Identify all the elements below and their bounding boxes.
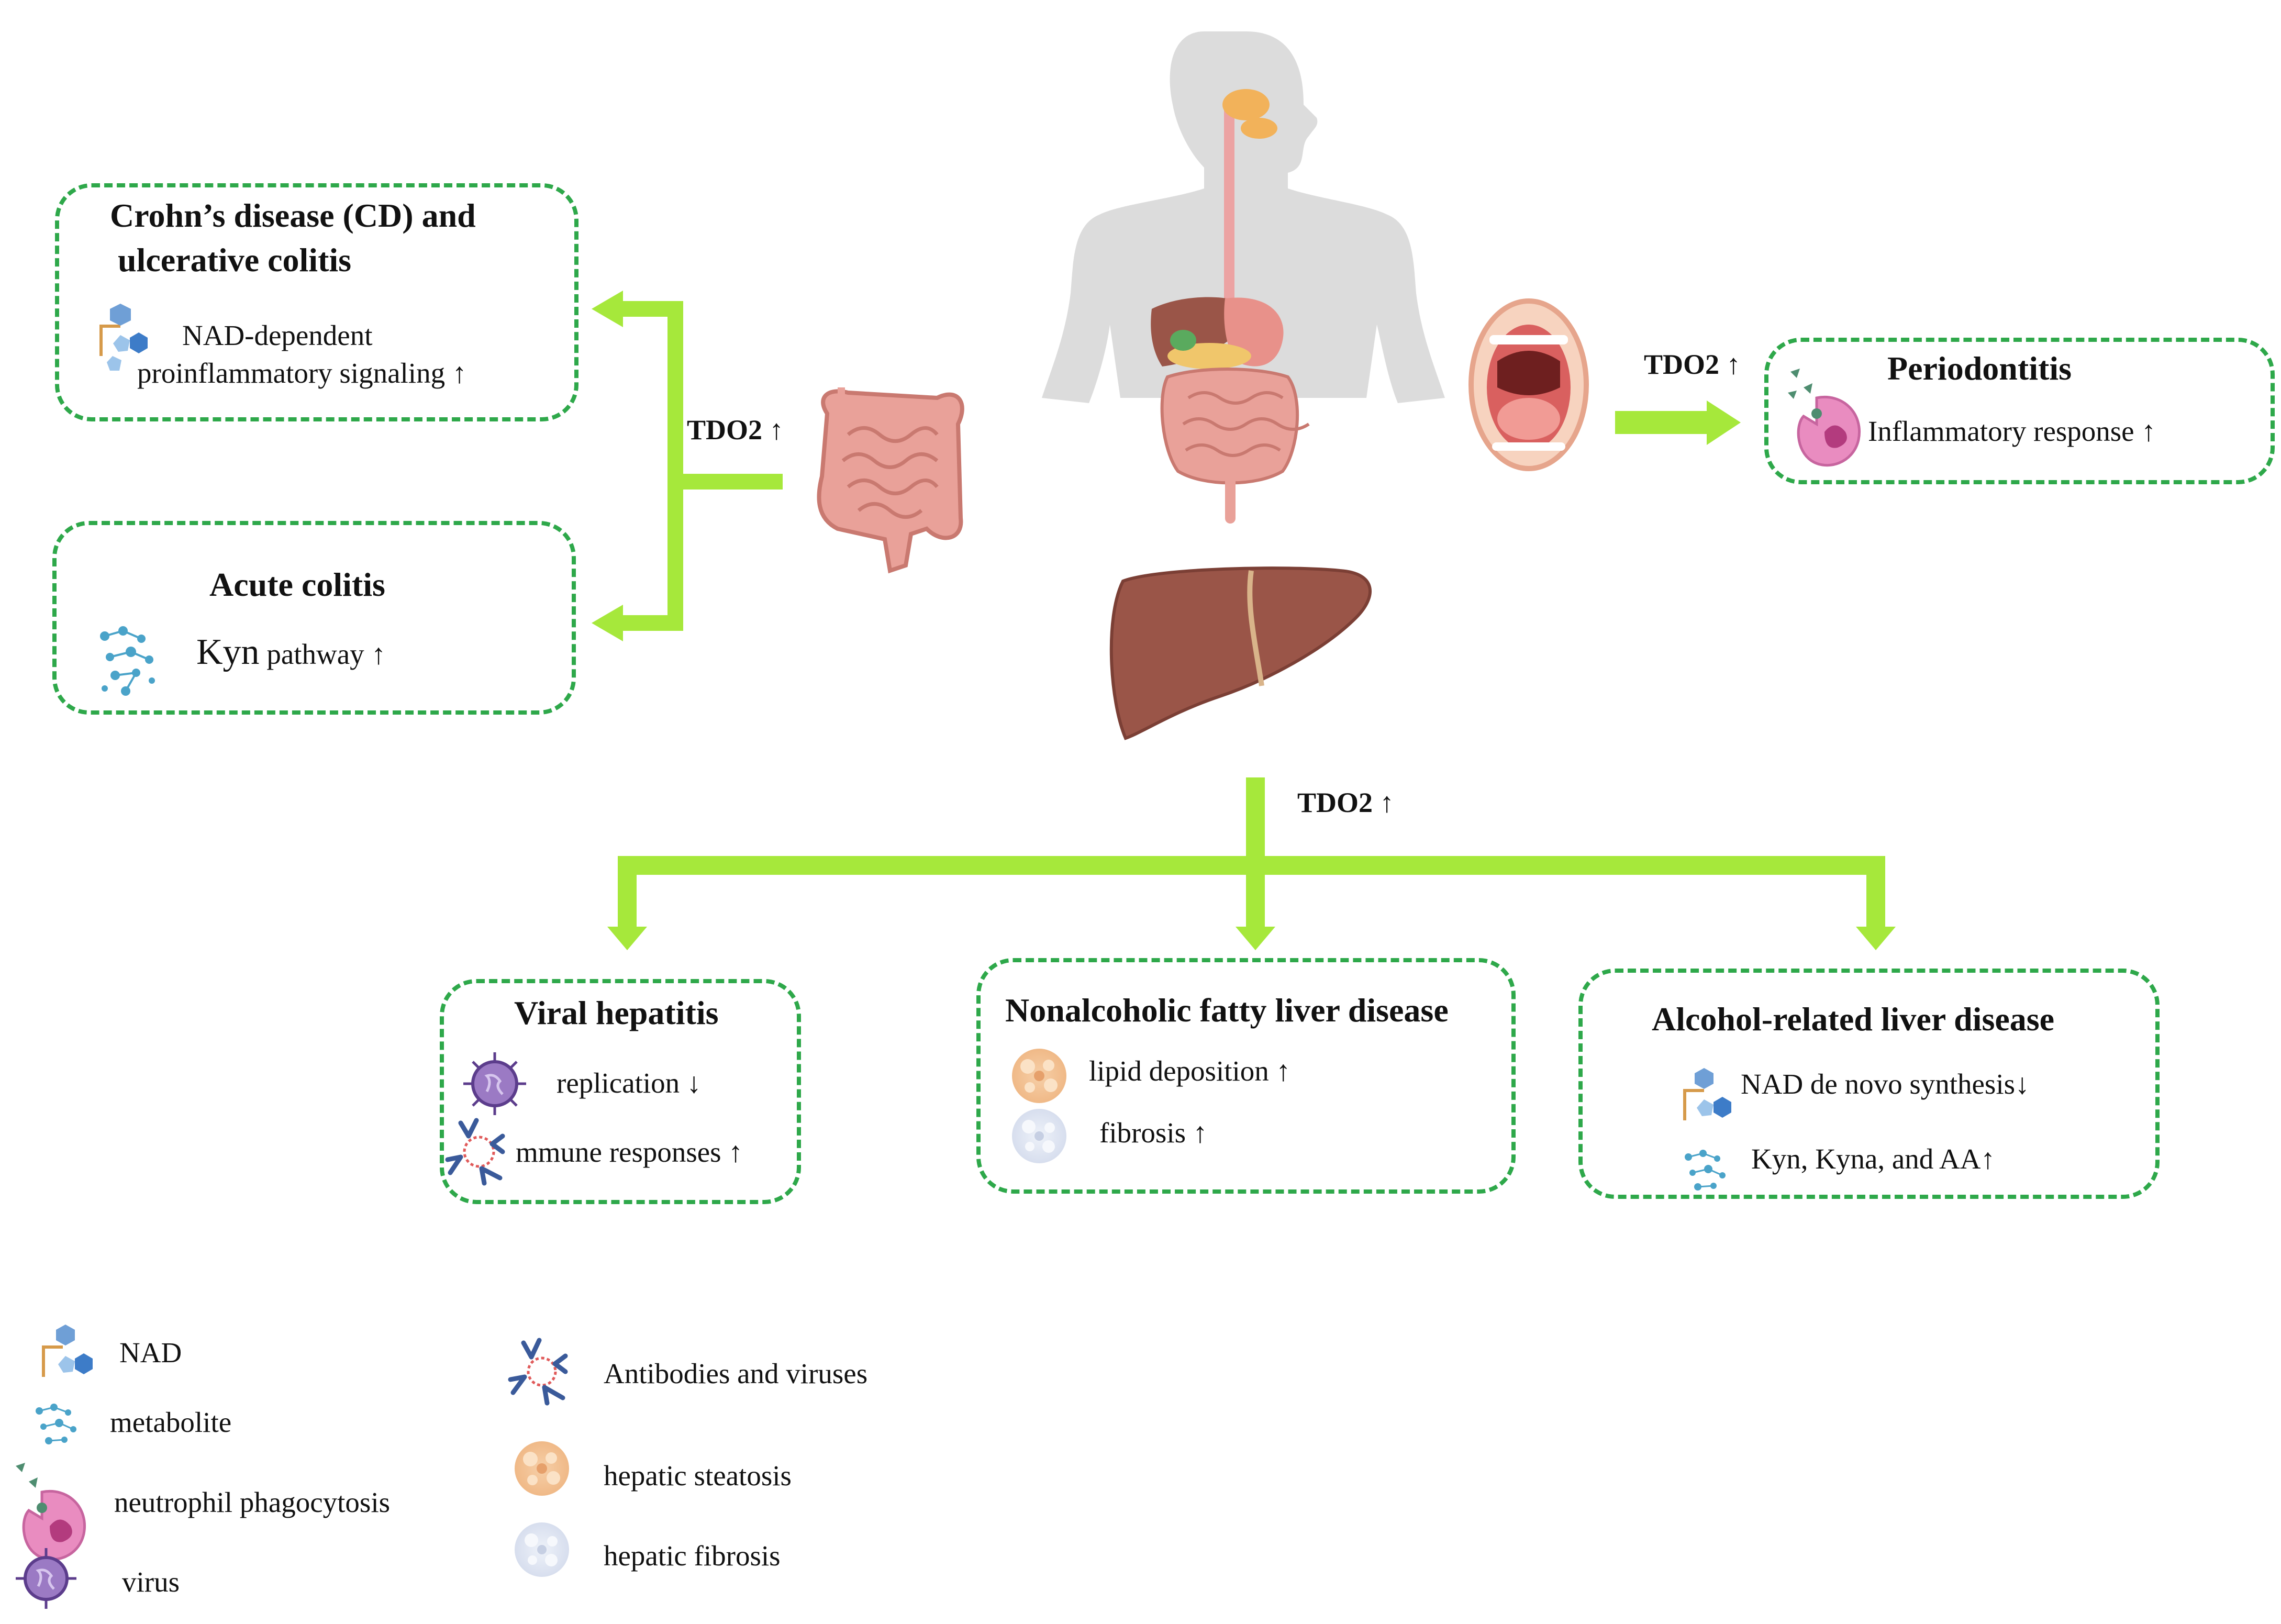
legend-neutrophil: neutrophil phagocytosis — [114, 1486, 391, 1518]
legend-nad: NAD — [119, 1337, 182, 1369]
crohns-text-line2: proinflammatory signaling ↑ — [137, 357, 467, 389]
metabolite-icon — [100, 626, 155, 696]
liver-icon — [1109, 566, 1372, 740]
legend-steatosis-icon — [515, 1441, 569, 1496]
metabolite-icon — [1685, 1150, 1726, 1191]
crohns-text-line1: NAD-dependent — [182, 319, 373, 351]
nad-icon — [99, 304, 148, 371]
legend-antibodies-icon — [508, 1338, 568, 1406]
mouth-icon — [1468, 298, 1589, 471]
acute-colitis-box — [52, 521, 576, 715]
viral-hepatitis-text2: mmune responses ↑ — [516, 1136, 743, 1168]
nafld-text1: lipid deposition ↑ — [1089, 1055, 1290, 1087]
nafld-text2: fibrosis ↑ — [1099, 1117, 1208, 1149]
legend-virus-icon — [16, 1548, 76, 1609]
tdo2-label-mouth: TDO2 ↑ — [1644, 349, 1741, 380]
fibrosis-icon — [1012, 1109, 1066, 1163]
legend-antibodies: Antibodies and viruses — [604, 1358, 868, 1389]
acute-colitis-text: Kyn pathway ↑ — [196, 633, 386, 673]
legend-fibrosis-icon — [515, 1522, 569, 1577]
legend-metabolite-icon — [36, 1404, 76, 1444]
steatosis-icon — [1012, 1049, 1066, 1103]
ald-box — [1578, 969, 2160, 1199]
kyn-label: Kyn — [196, 632, 260, 672]
arrows — [592, 291, 1896, 950]
legend-metabolite: metabolite — [110, 1406, 232, 1438]
neutrophil-icon — [1788, 369, 1861, 467]
legend-fibrosis: hepatic fibrosis — [604, 1540, 781, 1572]
tdo2-label-liver: TDO2 ↑ — [1297, 787, 1394, 818]
periodontitis-box — [1764, 338, 2275, 484]
crohns-title-line2: ulcerative colitis — [118, 241, 352, 279]
crohns-title-line1: Crohn’s disease (CD) and — [110, 197, 476, 234]
viral-hepatitis-title: Viral hepatitis — [514, 994, 719, 1031]
crohns-box — [55, 183, 578, 421]
ald-text1: NAD de novo synthesis↓ — [1741, 1068, 2030, 1100]
human-body-icon — [1042, 31, 1445, 524]
ald-text2: Kyn, Kyna, and AA↑ — [1751, 1143, 1995, 1175]
viral-hepatitis-box — [440, 979, 801, 1204]
pathway-label: pathway ↑ — [259, 638, 386, 670]
tdo2-label-intestine: TDO2 ↑ — [687, 414, 784, 446]
intestine-icon — [817, 387, 964, 574]
ald-title: Alcohol-related liver disease — [1652, 1000, 2055, 1038]
legend-neutrophil-icon — [16, 1463, 86, 1561]
legend-virus: virus — [122, 1566, 180, 1598]
periodontitis-text: Inflammatory response ↑ — [1868, 415, 2156, 447]
viral-hepatitis-text1: replication ↓ — [557, 1067, 702, 1099]
nad-icon — [1683, 1068, 1731, 1120]
nafld-title: Nonalcoholic fatty liver disease — [1005, 992, 1449, 1029]
nafld-box — [976, 958, 1516, 1194]
acute-colitis-title: Acute colitis — [209, 566, 385, 603]
periodontitis-title: Periodontitis — [1887, 350, 2072, 387]
virus-icon — [463, 1052, 526, 1115]
legend-steatosis: hepatic steatosis — [604, 1460, 792, 1492]
legend-nad-icon — [42, 1325, 93, 1377]
